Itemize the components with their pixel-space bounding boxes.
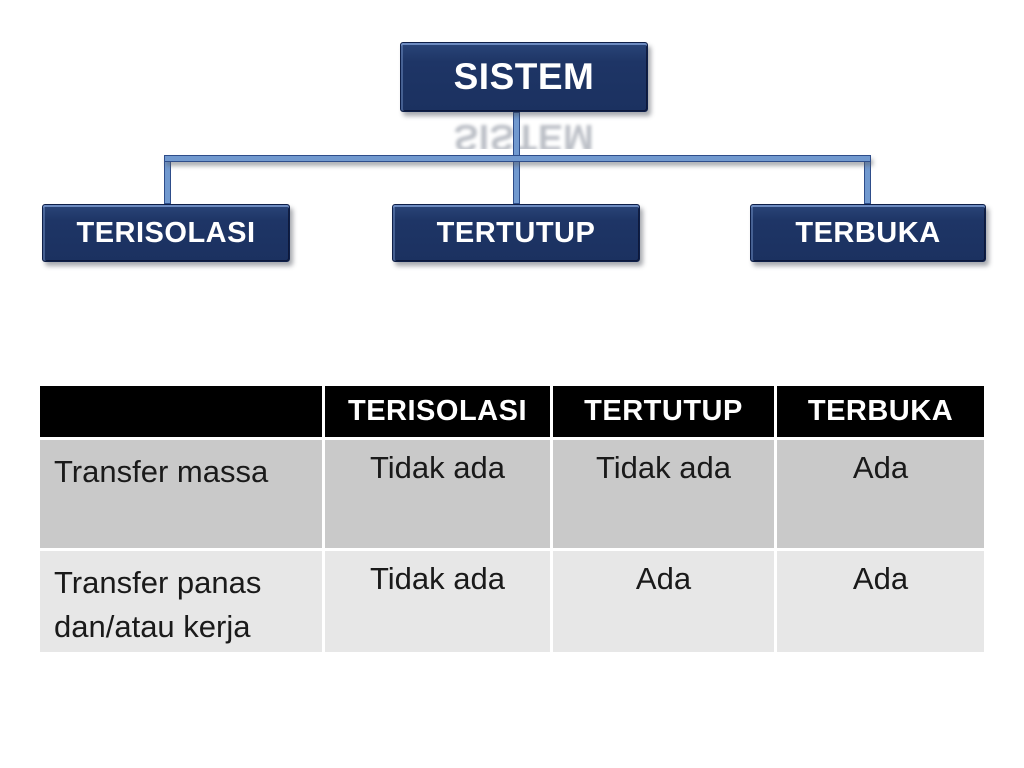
- diagram-box-terbuka: TERBUKA: [750, 204, 986, 262]
- table-header-tertutup: TERTUTUP: [553, 386, 774, 437]
- connector-drop-left: [164, 155, 171, 204]
- sistem-box-reflection: SISTEM: [453, 117, 595, 149]
- table-cell-value: Tidak ada: [325, 551, 550, 652]
- connector-horizontal-bus: [164, 155, 871, 162]
- connector-root-stem: [513, 112, 520, 160]
- table-cell-value: Ada: [777, 440, 984, 548]
- connector-drop-center: [513, 155, 520, 204]
- table-header-terbuka: TERBUKA: [777, 386, 984, 437]
- table-cell-value: Tidak ada: [325, 440, 550, 548]
- diagram-box-terbuka-label: TERBUKA: [795, 216, 941, 249]
- diagram-box-terisolasi: TERISOLASI: [42, 204, 290, 262]
- table-header-empty: [40, 386, 322, 437]
- diagram-box-sistem-label: SISTEM: [453, 56, 595, 97]
- table-cell-value: Tidak ada: [553, 440, 774, 548]
- table-header-terisolasi: TERISOLASI: [325, 386, 550, 437]
- table-cell-value: Ada: [777, 551, 984, 652]
- table-cell-value: Ada: [553, 551, 774, 652]
- diagram-box-sistem: SISTEM: [400, 42, 648, 112]
- table-row-label: Transfer massa: [40, 440, 322, 548]
- diagram-box-tertutup: TERTUTUP: [392, 204, 640, 262]
- table-row-label: Transfer panas dan/atau kerja: [40, 551, 322, 652]
- diagram-box-terisolasi-label: TERISOLASI: [76, 216, 256, 249]
- connector-drop-right: [864, 155, 871, 204]
- comparison-table: TERISOLASI TERTUTUP TERBUKA Transfer mas…: [40, 386, 984, 652]
- diagram-box-tertutup-label: TERTUTUP: [436, 216, 596, 249]
